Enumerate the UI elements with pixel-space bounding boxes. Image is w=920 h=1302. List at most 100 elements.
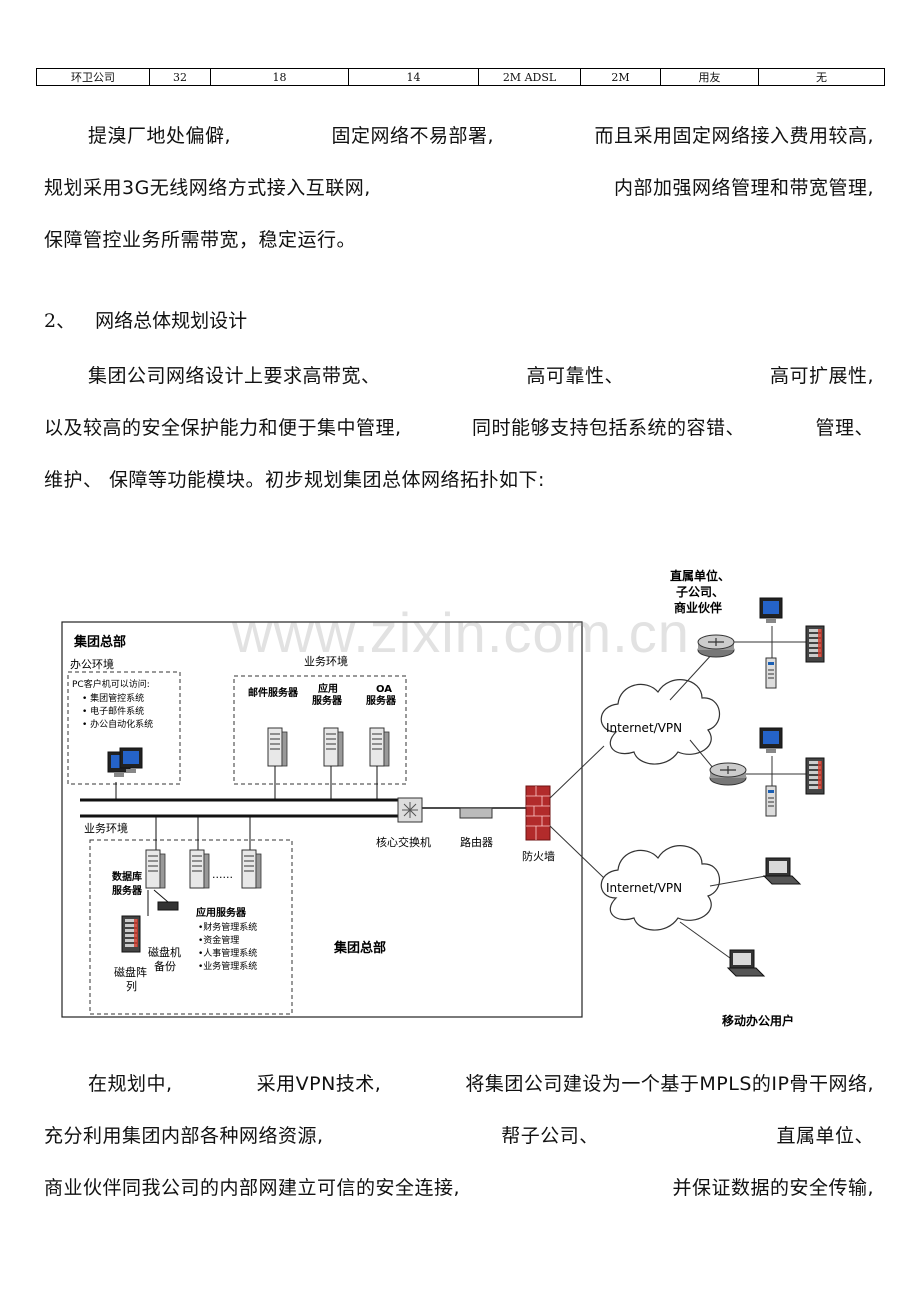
app-servers-icon [241, 849, 262, 889]
text-segment: 商业伙伴同我公司的内部网建立可信的安全连接, [44, 1177, 461, 1199]
firewall-label: 防火墙 [522, 849, 555, 863]
disk-array-label: 列 [126, 979, 137, 993]
text-segment: 采用VPN技术, [256, 1073, 382, 1095]
table-cell: 2M [580, 68, 661, 86]
office-env-box [67, 671, 181, 785]
text-segment: 保障管控业务所需带宽，稳定运行。 [44, 229, 357, 251]
text-segment: 管理、 [815, 417, 874, 439]
hq-bottom-label: 集团总部 [333, 940, 386, 956]
text-line: 维护、 保障等功能模块。初步规划集团总体网络拓扑如下: [44, 454, 874, 506]
branch-label: 商业伙伴 [674, 600, 722, 615]
core-switch-label: 核心交换机 [376, 835, 431, 849]
router-icon [459, 807, 493, 819]
mobile-users-label: 移动办公用户 [722, 1013, 794, 1028]
text-segment: 高可靠性、 [526, 365, 624, 387]
disk-backup-icon [157, 901, 179, 911]
text-segment: 在规划中, [88, 1073, 173, 1095]
link-line [549, 825, 605, 879]
mail-server-icon [267, 727, 288, 767]
cloud-label: Internet/VPN [606, 881, 682, 895]
text-line: 充分利用集团内部各种网络资源, 帮子公司、 直属单位、 [44, 1110, 874, 1162]
branch-pc-icon [759, 727, 783, 754]
branch-rack-icon [805, 625, 825, 663]
text-segment: 固定网络不易部署, [331, 125, 495, 147]
table-cell: 用友 [660, 68, 759, 86]
biz-env-bottom-box [89, 839, 293, 1015]
oa-server-icon [369, 727, 390, 767]
text-segment: 同时能够支持包括系统的容错、 [472, 417, 746, 439]
cloud-icon [600, 845, 721, 931]
hq-title: 集团总部 [73, 634, 126, 650]
table-cell: 32 [149, 68, 211, 86]
text-line: 在规划中, 采用VPN技术, 将集团公司建设为一个基于MPLS的IP骨干网络, [44, 1058, 874, 1110]
watermark: www.zixin.com.cn [232, 601, 690, 664]
text-segment: 并保证数据的安全传输, [672, 1177, 874, 1199]
laptop-icon [763, 857, 801, 885]
text-line: 规划采用3G无线网络方式接入互联网, 内部加强网络管理和带宽管理, [44, 162, 874, 214]
paragraph-3: 在规划中, 采用VPN技术, 将集团公司建设为一个基于MPLS的IP骨干网络, … [44, 1058, 874, 1214]
table-cell: 环卫公司 [36, 68, 150, 86]
text-line: 集团公司网络设计上要求高带宽、 高可靠性、 高可扩展性, [44, 350, 874, 402]
text-segment: 以及较高的安全保护能力和便于集中管理, [44, 417, 402, 439]
firewall-icon [525, 785, 551, 841]
heading-number: 2、 [44, 310, 76, 332]
db-server-label: 数据库 [112, 870, 142, 883]
disk-backup-label: 备份 [154, 959, 176, 973]
link-line [153, 889, 169, 903]
office-env-label: 办公环境 [70, 657, 114, 671]
oa-server-label: OA [376, 684, 392, 695]
text-segment: 提溴厂地处偏僻, [88, 125, 232, 147]
link-line [709, 875, 767, 887]
table-cell: 无 [758, 68, 885, 86]
db-server-label: 服务器 [112, 884, 143, 897]
text-segment: 直属单位、 [776, 1125, 874, 1147]
app-server-label: 应用 [318, 682, 338, 695]
text-segment: 维护、 保障等功能模块。初步规划集团总体网络拓扑如下: [44, 469, 545, 491]
table-row: 环卫公司 32 18 14 2M ADSL 2M 用友 无 [36, 68, 885, 86]
text-segment: 集团公司网络设计上要求高带宽、 [88, 365, 381, 387]
oa-server-label: 服务器 [366, 694, 397, 707]
biz-env-top-box [233, 675, 407, 785]
app-servers-icon [189, 849, 210, 889]
data-table: 环卫公司 32 18 14 2M ADSL 2M 用友 无 [36, 68, 885, 86]
text-segment: 将集团公司建设为一个基于MPLS的IP骨干网络, [465, 1073, 874, 1095]
text-segment: 内部加强网络管理和带宽管理, [613, 177, 874, 199]
disk-array-label: 磁盘阵 [114, 965, 147, 979]
app-servers-item: •业务管理系统 [198, 960, 257, 972]
office-desc: PC客户机可以访问: [72, 678, 150, 690]
text-segment: 而且采用固定网络接入费用较高, [594, 125, 874, 147]
disk-array-icon [121, 915, 141, 953]
table-cell: 14 [348, 68, 479, 86]
cloud-icon [600, 679, 721, 765]
table-cell: 18 [210, 68, 349, 86]
text-segment: 规划采用3G无线网络方式接入互联网, [44, 177, 371, 199]
office-item: • 电子邮件系统 [82, 705, 144, 717]
branch-rack-icon [805, 757, 825, 795]
laptop-icon [727, 949, 765, 977]
app-servers-item: •资金管理 [198, 934, 239, 946]
section-heading: 2、网络总体规划设计 [44, 306, 247, 333]
app-servers-item: •财务管理系统 [198, 921, 257, 933]
text-line: 保障管控业务所需带宽，稳定运行。 [44, 214, 874, 266]
app-server-label: 服务器 [312, 694, 343, 707]
text-line: 商业伙伴同我公司的内部网建立可信的安全连接, 并保证数据的安全传输, [44, 1162, 874, 1214]
link-line [669, 651, 715, 701]
text-line: 提溴厂地处偏僻, 固定网络不易部署, 而且采用固定网络接入费用较高, [44, 110, 874, 162]
branch-router-icon [697, 634, 735, 658]
branch-server-icon [765, 657, 777, 689]
paragraph-1: 提溴厂地处偏僻, 固定网络不易部署, 而且采用固定网络接入费用较高, 规划采用3… [44, 110, 874, 266]
disk-backup-label: 磁盘机 [148, 945, 181, 959]
paragraph-2: 集团公司网络设计上要求高带宽、 高可靠性、 高可扩展性, 以及较高的安全保护能力… [44, 350, 874, 506]
router-label: 路由器 [460, 835, 493, 849]
office-item: • 集团管控系统 [82, 692, 144, 704]
link-line [679, 921, 731, 959]
branch-router-icon [709, 762, 747, 786]
branch-server-icon [765, 785, 777, 817]
app-servers-title: 应用服务器 [196, 906, 247, 919]
branch-label: 子公司、 [676, 585, 724, 599]
link-line [549, 745, 605, 799]
table-cell: 2M ADSL [478, 68, 581, 86]
branch-pc-icon [759, 597, 783, 624]
biz-env-bottom-label: 业务环境 [84, 821, 128, 835]
branch-label: 直属单位、 [670, 568, 730, 583]
